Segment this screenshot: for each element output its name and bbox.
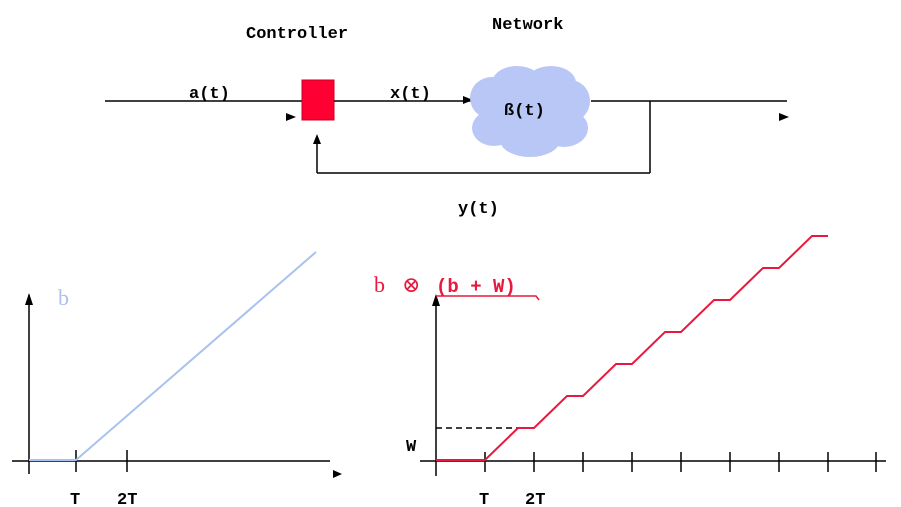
controller-block (301, 79, 335, 121)
controller-title: Controller (246, 25, 348, 44)
right-tick-label-2t: 2T (525, 491, 545, 507)
left-curve-b (29, 251, 317, 461)
network-function-label: ß(t) (504, 102, 545, 121)
input-arrow-icon (286, 113, 296, 121)
block-diagram: Controller Network a(t) x(t) ß(t) (105, 16, 789, 219)
output-arrow-icon (779, 113, 789, 121)
right-curve-label-paren: (b + W) (436, 276, 516, 298)
left-tick-label-2t: 2T (117, 491, 137, 507)
left-plot: T 2T b (12, 251, 342, 507)
convolution-operator-icon: ⊗ (402, 272, 420, 297)
network-cloud-icon (470, 66, 590, 157)
feedback-signal-label: y(t) (458, 200, 499, 219)
controller-output-arrow-icon (463, 96, 473, 104)
network-title: Network (492, 16, 563, 35)
controller-output-label: x(t) (390, 85, 431, 104)
right-curve (436, 235, 828, 461)
left-tick-label-t: T (70, 491, 80, 507)
w-marker-label: W (406, 438, 417, 457)
left-curve-label: b (58, 285, 69, 310)
right-x-ticks (484, 452, 877, 472)
right-plot: T 2T W b ⊗ (b + W) (374, 235, 886, 507)
right-tick-label-t: T (479, 491, 489, 507)
left-y-arrow-icon (25, 293, 33, 305)
right-curve-label-underline (436, 295, 540, 301)
left-x-arrow-icon (333, 470, 342, 478)
feedback-arrow-icon (313, 134, 321, 144)
right-y-arrow-icon (432, 294, 440, 306)
right-curve-label-b: b (374, 272, 385, 297)
input-signal-label: a(t) (189, 85, 230, 104)
